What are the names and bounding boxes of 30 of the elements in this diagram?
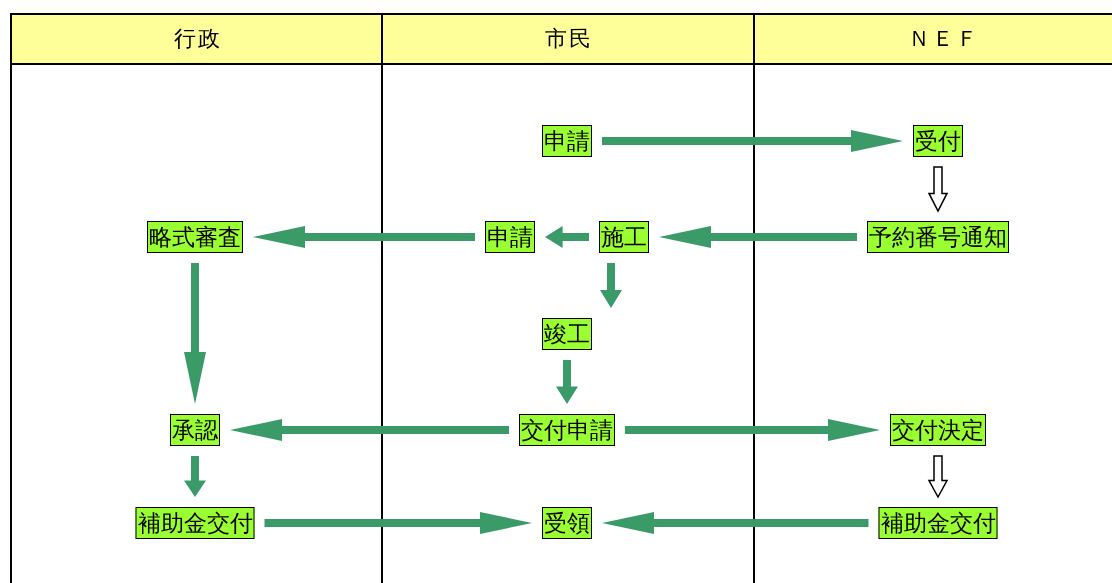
- process-box: 略式審査: [147, 221, 243, 253]
- arrow: [602, 512, 869, 534]
- arrow: [927, 166, 949, 213]
- arrow: [602, 130, 903, 152]
- process-box: 受領: [542, 507, 592, 539]
- lane-header: 行政: [12, 15, 383, 65]
- process-box: 申請: [542, 125, 592, 157]
- process-box: 竣工: [542, 318, 592, 350]
- arrow: [556, 360, 578, 404]
- arrow: [600, 263, 622, 308]
- process-box: 承認: [170, 414, 220, 446]
- process-box: 受付: [913, 125, 963, 157]
- process-box: 交付申請: [519, 414, 615, 446]
- lane-header: 市民: [383, 15, 755, 65]
- process-box: 申請: [485, 221, 535, 253]
- process-box: 交付決定: [890, 414, 986, 446]
- arrow: [927, 455, 949, 499]
- arrow: [659, 226, 857, 248]
- process-box: 補助金交付: [135, 507, 255, 539]
- arrow: [545, 226, 589, 248]
- process-box: 補助金交付: [878, 507, 998, 539]
- arrow: [230, 419, 509, 441]
- process-box: 予約番号通知: [867, 221, 1009, 253]
- process-box: 施工: [599, 221, 649, 253]
- arrow: [625, 419, 880, 441]
- arrow: [184, 456, 206, 497]
- lane-header: ＮＥＦ: [755, 15, 1112, 65]
- arrow: [253, 226, 475, 248]
- arrow: [264, 512, 532, 534]
- arrow: [184, 263, 206, 404]
